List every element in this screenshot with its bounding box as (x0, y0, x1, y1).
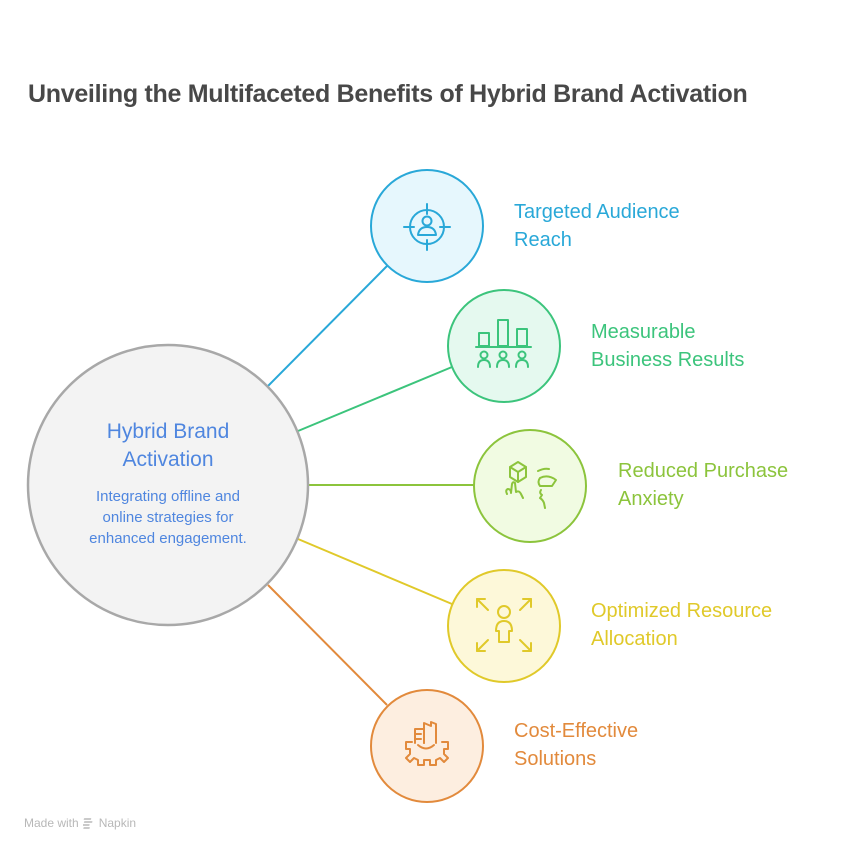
label-line1: Cost-Effective (514, 720, 639, 742)
center-desc-line2: online strategies for (102, 509, 234, 526)
label-line1: Optimized Resource (591, 600, 773, 622)
center-title-line1: Hybrid Brand (106, 420, 230, 443)
label-targeted-audience: Targeted Audience Reach (514, 198, 680, 254)
connector-measurable-results (297, 366, 453, 432)
center-node (26, 343, 310, 627)
made-with-text: Made with (24, 816, 79, 830)
building-gear-icon (405, 721, 449, 766)
node-targeted-audience (370, 169, 484, 283)
label-cost-effective: Cost-Effective Solutions (514, 717, 638, 773)
label-line1: Reduced Purchase (618, 460, 789, 482)
connector-targeted-audience (267, 265, 388, 387)
connector-optimized-allocation (297, 538, 453, 605)
page-title: Unveiling the Multifaceted Benefits of H… (28, 80, 748, 108)
center-description: Integrating offline and online strategie… (48, 486, 288, 549)
label-line2: Solutions (514, 748, 597, 770)
center-desc-line3: enhanced engagement. (89, 530, 247, 547)
label-line2: Anxiety (618, 488, 684, 510)
center-node-text: Hybrid Brand Activation Integrating offl… (48, 418, 288, 549)
napkin-watermark[interactable]: Made with Napkin (24, 816, 136, 830)
connector-cost-effective (267, 584, 388, 706)
label-line1: Targeted Audience (514, 201, 680, 223)
label-line2: Allocation (591, 628, 678, 650)
napkin-logo-icon (82, 818, 93, 829)
target-person-icon (403, 203, 451, 251)
label-reduced-anxiety: Reduced Purchase Anxiety (618, 457, 788, 513)
node-optimized-allocation (447, 569, 561, 683)
label-line2: Reach (514, 229, 572, 251)
bar-chart-people-icon (475, 319, 532, 368)
center-title-line2: Activation (122, 448, 214, 471)
person-expand-arrows-icon (476, 598, 532, 652)
label-measurable-results: Measurable Business Results (591, 318, 744, 374)
center-desc-line1: Integrating offline and (95, 488, 240, 505)
node-measurable-results (447, 289, 561, 403)
label-line1: Measurable (591, 321, 696, 343)
node-cost-effective (370, 689, 484, 803)
label-optimized-allocation: Optimized Resource Allocation (591, 597, 772, 653)
node-reduced-anxiety (473, 429, 587, 543)
label-line2: Business Results (591, 349, 745, 371)
center-title: Hybrid Brand Activation (48, 418, 288, 474)
napkin-brand-text: Napkin (98, 816, 137, 830)
box-hand-face-icon (505, 461, 557, 509)
